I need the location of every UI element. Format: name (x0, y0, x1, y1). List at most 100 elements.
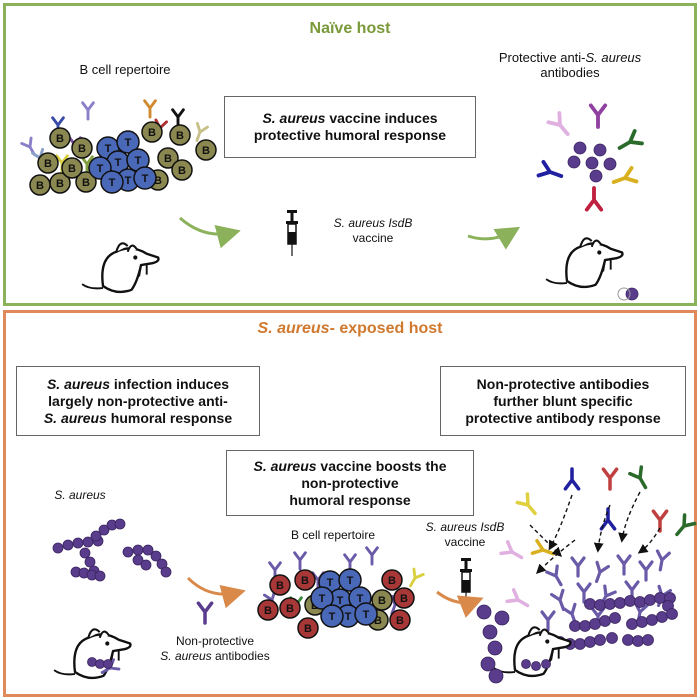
b-cell-olive: B (171, 159, 193, 181)
antigen-dot (593, 143, 607, 157)
b-cell-red: B (389, 609, 411, 631)
protective-antibodies-label: Protective anti-S. aureus antibodies (475, 50, 665, 80)
svg-text:T: T (327, 577, 334, 589)
nonprotective-line1: Non-protective antibodies (476, 375, 650, 392)
b-cell-red: B (269, 574, 291, 596)
b-cell-olive: B (371, 589, 393, 611)
bacterium (626, 618, 638, 630)
mouse-exposed-left (53, 628, 132, 680)
nonprotective-antibody-icon (196, 601, 214, 625)
vaccine-box-line2: protective humoral response (253, 127, 447, 143)
repertoire-antibody-icon (143, 99, 157, 119)
svg-text:T: T (319, 593, 326, 605)
svg-text:T: T (115, 157, 122, 169)
repertoire-antibody-icon (293, 551, 307, 571)
vaccine-box-italic: S. aureus (262, 110, 326, 126)
nonprotective-antibody-icon (655, 549, 671, 572)
b-cell-olive: B (157, 147, 179, 169)
nonprotective-antibody-icon (540, 610, 556, 632)
svg-text:T: T (97, 163, 104, 175)
bacterium (132, 554, 144, 566)
svg-text:B: B (164, 153, 172, 165)
protective-antibody-icon (536, 160, 564, 179)
bacterium (480, 656, 496, 672)
boost-line2: non-protective (301, 474, 399, 491)
bacterium (614, 597, 626, 609)
svg-text:T: T (109, 177, 116, 189)
nonprotective-line3: protective antibody response (465, 409, 661, 426)
b-cell-olive: B (141, 121, 163, 143)
svg-text:B: B (148, 127, 156, 139)
protective-antibody-icon (563, 467, 581, 491)
svg-text:T: T (357, 593, 364, 605)
protective-antibody-icon (628, 465, 648, 490)
bacteria-chains (52, 518, 214, 625)
bacterium-outline (617, 287, 631, 301)
bacterium (634, 596, 646, 608)
svg-text:B: B (396, 615, 404, 627)
antigen-dot (567, 155, 581, 169)
infection-induces-box: S. aureus infection induces largely non-… (16, 366, 260, 436)
svg-text:B: B (56, 133, 64, 145)
nonprotective-antibody-icon (545, 564, 563, 587)
bacterium (132, 544, 144, 556)
svg-text:B: B (301, 575, 309, 587)
bacterium (90, 530, 102, 542)
svg-text:T: T (142, 173, 149, 185)
bacterium (646, 614, 658, 626)
b-cell-olive: B (29, 174, 51, 196)
bacterium (541, 659, 551, 669)
bacterium (584, 598, 596, 610)
bacterium (482, 624, 498, 640)
nonprotective-label-rest: antibodies (211, 649, 270, 663)
b-cell-red: B (279, 597, 301, 619)
dashed-arrow (548, 494, 573, 551)
protective-antibody-icon (499, 540, 524, 560)
bacterium (494, 610, 510, 626)
naive-host-title: Naïve host (309, 20, 391, 37)
antigen-dot (585, 156, 599, 170)
bacterium (624, 595, 636, 607)
dashed-arrow (637, 527, 661, 554)
bacterium (140, 559, 152, 571)
bacterium (599, 615, 611, 627)
antigen-dot (573, 141, 587, 155)
vaccine-label-bottom: S. aureus IsdB vaccine (410, 520, 520, 550)
svg-text:B: B (36, 180, 44, 192)
b-cell-olive: B (37, 152, 59, 174)
t-cell-blue: T (100, 170, 124, 194)
mouse-naive-right (545, 237, 624, 289)
bacterium (636, 616, 648, 628)
b-cell-olive: B (71, 137, 93, 159)
vaccine-induces-box: S. aureus vaccine induces protective hum… (224, 96, 476, 158)
vaccine-boosts-box: S. aureus vaccine boosts the non-protect… (226, 450, 474, 516)
svg-text:B: B (388, 575, 396, 587)
arrow-to-infection-bottom (436, 590, 484, 618)
repertoire-antibody-icon (195, 121, 209, 142)
arrow-to-antibodies-top (467, 226, 521, 250)
bacterium (574, 638, 586, 650)
protective-antibody-cluster (536, 103, 644, 212)
protective-antibody-icon (505, 588, 530, 608)
t-cell-blue: T (116, 130, 140, 154)
bacterium (594, 599, 606, 611)
svg-text:T: T (105, 143, 112, 155)
svg-text:B: B (378, 595, 386, 607)
bacterium (150, 550, 162, 562)
svg-text:B: B (178, 165, 186, 177)
syringe-icon-bottom (460, 558, 472, 604)
boost-line1: vaccine boosts the (316, 457, 447, 474)
arrow-to-repertoire-bottom (186, 576, 246, 609)
syringes (286, 210, 472, 604)
nonprotective-antibody-icon (550, 588, 566, 611)
svg-text:B: B (202, 145, 210, 157)
boost-italic: S. aureus (253, 457, 317, 474)
bacterium (569, 620, 581, 632)
naive-host-panel (3, 3, 697, 306)
svg-text:B: B (78, 143, 86, 155)
svg-text:T: T (337, 595, 344, 607)
nonprotective-blunt-box: Non-protective antibodies further blunt … (440, 366, 686, 436)
bacterium (584, 636, 596, 648)
bacterium (622, 634, 634, 646)
